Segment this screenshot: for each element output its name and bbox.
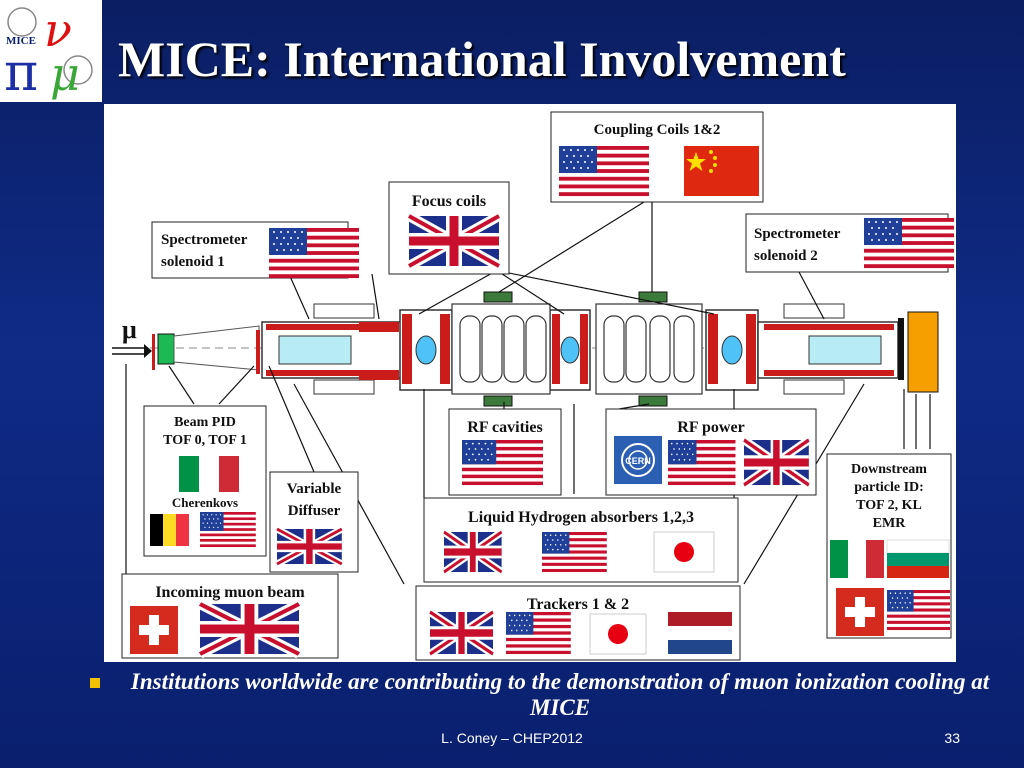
japan-flag [589, 613, 647, 655]
slide-page-number: 33 [944, 730, 960, 746]
slide-footer: L. Coney – CHEP2012 [441, 730, 583, 746]
label-incoming-beam: Incoming muon beam [155, 584, 305, 601]
slide-title: MICE: International Involvement [118, 31, 846, 87]
label-box-rf-cavities: RF cavities [448, 408, 562, 496]
cern-logo: CERN [614, 436, 662, 484]
bulgaria-flag [886, 539, 950, 578]
label-spectrometer-2-line1: Spectrometer [754, 226, 841, 242]
label-box-spectrometer-1: Spectrometer solenoid 1 [151, 221, 359, 279]
absorber-focus-coil-1 [399, 309, 453, 391]
usa-flag [887, 590, 950, 631]
tof1-detector [157, 333, 175, 365]
china-flag [684, 146, 759, 196]
uk-flag [409, 216, 499, 266]
label-coupling-coils: Coupling Coils 1&2 [594, 122, 721, 138]
italy-flag [830, 540, 884, 578]
usa-flag [269, 228, 359, 279]
netherlands-flag [668, 612, 732, 654]
label-variable-diffuser-line2: Diffuser [288, 503, 341, 519]
label-box-coupling-coils: Coupling Coils 1&2 [550, 111, 764, 203]
cern-logo-text: CERN [625, 456, 651, 466]
usa-flag [200, 512, 256, 548]
svg-text:ν: ν [44, 3, 72, 57]
usa-flag [559, 146, 649, 197]
label-focus-coils: Focus coils [412, 193, 486, 210]
label-spectrometer-1-line2: solenoid 1 [161, 254, 225, 270]
label-cherenkovs: Cherenkovs [172, 495, 238, 510]
uk-flag [200, 604, 299, 654]
label-box-liquid-hydrogen: Liquid Hydrogen absorbers 1,2,3 [423, 497, 739, 583]
label-box-variable-diffuser: Variable Diffuser [269, 471, 359, 573]
label-box-trackers: Trackers 1 & 2 [415, 585, 741, 660]
mice-beamline-diagram: μ [112, 111, 954, 662]
label-variable-diffuser-line1: Variable [287, 481, 342, 497]
label-box-rf-power: RF power CERN [605, 408, 817, 496]
belgium-flag [150, 514, 189, 546]
label-box-downstream-pid: Downstream particle ID: TOF 2, KL EMR [826, 453, 952, 639]
absorber-focus-coil-3 [705, 309, 759, 391]
label-trackers: Trackers 1 & 2 [527, 596, 629, 613]
usa-flag [542, 532, 607, 573]
label-downstream-line3: TOF 2, KL [856, 498, 922, 513]
label-spectrometer-1-line1: Spectrometer [161, 232, 248, 248]
usa-flag [668, 440, 736, 486]
muon-symbol: μ [122, 315, 137, 344]
mice-logo-icon: MICE π ν μ [4, 3, 93, 103]
label-rf-cavities: RF cavities [467, 419, 542, 436]
japan-flag [653, 531, 715, 573]
label-downstream-line2: particle ID: [854, 480, 924, 495]
rf-cavity-module-2 [595, 303, 703, 395]
rf-cavity-module-1 [451, 303, 551, 395]
italy-flag [179, 456, 239, 492]
svg-text:μ: μ [50, 47, 80, 101]
uk-flag [444, 532, 502, 572]
uk-flag [744, 440, 809, 485]
usa-flag [864, 218, 954, 269]
label-box-focus-coils: Focus coils [388, 181, 510, 275]
label-rf-power: RF power [677, 419, 744, 436]
switzerland-flag [836, 588, 884, 636]
uk-flag [277, 529, 342, 564]
label-downstream-line4: EMR [873, 516, 907, 531]
label-box-spectrometer-2: Spectrometer solenoid 2 [745, 213, 954, 273]
svg-text:π: π [4, 43, 38, 102]
label-box-beam-pid: Beam PID TOF 0, TOF 1 Cherenkovs [143, 405, 267, 557]
label-box-incoming-muon-beam: Incoming muon beam [121, 573, 339, 658]
absorber-focus-coil-2 [549, 309, 591, 391]
label-beam-pid-line2: TOF 0, TOF 1 [163, 433, 247, 448]
slide-caption: Institutions worldwide are contributing … [130, 669, 990, 720]
caption-bullet [90, 678, 100, 688]
mice-logo: MICE π ν μ [0, 0, 102, 103]
label-spectrometer-2-line2: solenoid 2 [754, 248, 818, 264]
label-downstream-line1: Downstream [851, 462, 927, 477]
logo-mice-text: MICE [6, 35, 36, 47]
usa-flag [506, 612, 571, 655]
usa-flag [462, 440, 543, 486]
diagram-panel: μ [104, 104, 956, 662]
tof0-marker [152, 334, 155, 370]
uk-flag [430, 612, 493, 654]
switzerland-flag [130, 606, 178, 654]
label-beam-pid-line1: Beam PID [174, 415, 236, 430]
label-liquid-hydrogen: Liquid Hydrogen absorbers 1,2,3 [468, 509, 694, 526]
emr-detector [907, 311, 939, 393]
